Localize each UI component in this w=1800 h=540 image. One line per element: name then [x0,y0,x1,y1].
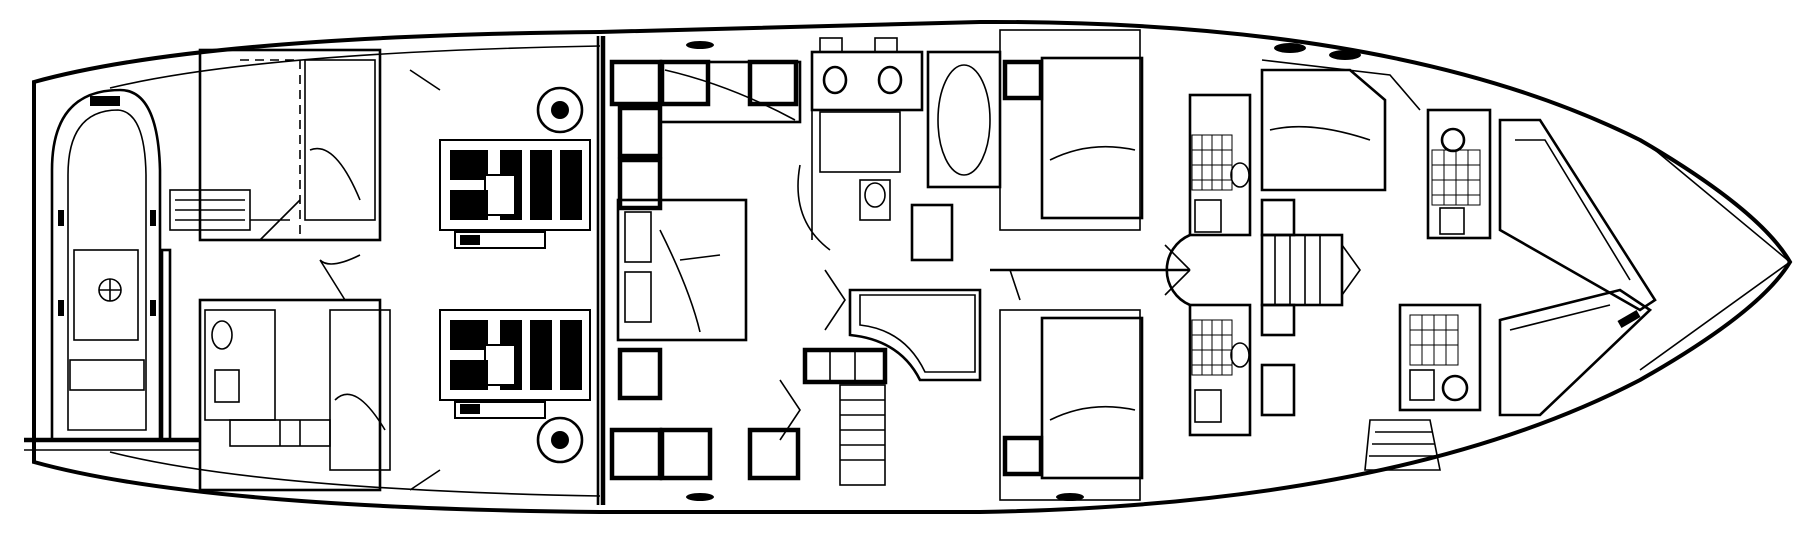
ensuite-sink-1 [822,65,848,95]
forward-heads [1160,93,1296,437]
porthole-stbd-2 [1056,493,1084,501]
bow-locker [1364,419,1441,471]
ensuite-sink-2 [877,65,903,95]
head-stbd-toilet [1194,389,1222,423]
forward-cabin [1260,43,1421,192]
ensuite-cabinet [819,111,901,173]
bow-berth-lower [1498,288,1653,417]
bow-head-port-sink [1440,127,1466,153]
bow-area [1364,108,1791,471]
ensuite-shower [910,203,954,262]
crew-toilet [214,369,240,403]
guest-cabin-port [999,29,1144,231]
lobby-stairs [839,384,886,486]
engine-port [439,139,591,249]
master-dresser [658,60,802,124]
crew-cabin-upper [198,48,382,242]
bow-head-stbd-toilet [1409,369,1435,401]
bow-head-stbd [1398,303,1482,412]
crew-bunk-upper [304,59,376,221]
porthole-port-1 [686,41,714,49]
head-port-sink [1230,162,1250,188]
crew-quarters [169,48,391,492]
ensuite-door [797,110,831,251]
master-cushion-9 [747,427,801,481]
central-lobby [779,268,1190,486]
head-port [1188,93,1252,237]
hull-outline [32,19,1793,514]
porthole-port-2 [1274,43,1306,53]
head-stbd-cabinet [1260,363,1296,417]
guest-port-cushion [1002,59,1044,101]
forward-staircase [1260,233,1361,307]
master-bed-pillow-1 [624,211,652,263]
crew-bunk-lower [329,309,391,471]
fwd-cabin-bed [1260,68,1387,192]
crew-door [319,254,361,301]
head-stbd [1188,303,1252,437]
generator-starboard [536,416,584,464]
bow-head-port-toilet [1439,207,1465,235]
generator-port [536,86,584,134]
bow-head-stbd-sink [1441,374,1469,402]
tender-console [73,249,139,341]
master-cushion-8 [659,427,713,481]
tender-inner [67,109,147,431]
master-cushion-6 [617,347,663,401]
guest-port-wall [999,29,1141,231]
stair-flight [1260,233,1344,307]
crew-locker-upper [169,189,251,231]
fwd-cabin-wall [1261,59,1421,111]
garage-wall [160,248,172,442]
lobby-counter [848,288,982,382]
master-bed [616,198,748,342]
engine-starboard [439,309,591,419]
head-stbd-sink [1230,342,1250,368]
master-cushion-2 [659,59,711,107]
master-cushion-3 [747,59,799,107]
tender-seat [69,359,145,391]
tender-boat [50,88,162,442]
crew-sink [211,320,233,350]
master-cushion-7 [609,427,663,481]
lobby-door [824,269,1021,331]
tender-bow-cap [90,96,120,106]
engine-room [409,36,606,505]
master-stateroom [609,41,802,501]
tender-garage [24,88,200,451]
crew-cabin-lower [198,298,382,492]
bow-head-port [1426,108,1492,240]
ensuite-vanity [810,50,924,112]
guest-stbd-bed [1040,316,1144,480]
porthole-stbd-1 [686,493,714,501]
lobby-bench [802,347,888,385]
master-cushion-4 [617,105,663,159]
guest-stbd-cushion [1002,435,1044,477]
bow-berth-upper [1498,118,1657,312]
porthole-port-3 [1329,50,1361,60]
bow-ridge [1654,149,1791,263]
master-cushion-1 [609,59,663,107]
guest-port-bed [1040,56,1144,220]
master-bed-pillow-2 [624,271,652,323]
ensuite-bathtub-basin [937,64,991,176]
guest-cabin-starboard [999,309,1144,501]
ensuite-toilet [859,179,891,221]
head-port-toilet [1194,199,1222,233]
